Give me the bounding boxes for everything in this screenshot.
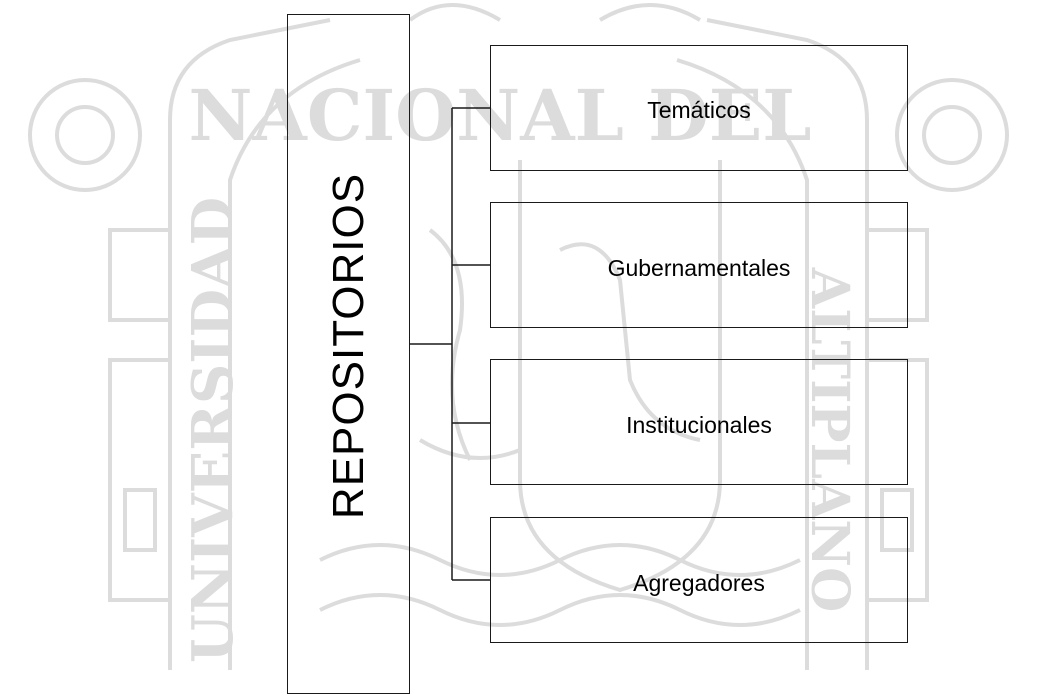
child-node-label: Temáticos <box>647 97 751 123</box>
child-node-label: Institucionales <box>626 412 772 438</box>
child-node-institucionales: Institucionales <box>490 359 908 485</box>
child-node-gubernamentales: Gubernamentales <box>490 202 908 328</box>
diagram-canvas: NACIONAL DEL UNIVERSIDAD ALTIPLANO REPOS… <box>28 3 1009 694</box>
child-node-tematicos: Temáticos <box>490 45 908 171</box>
child-node-label: Agregadores <box>633 570 765 596</box>
child-node-label: Gubernamentales <box>607 255 791 281</box>
connector-lines <box>410 107 490 581</box>
root-node-label: REPOSITORIOS <box>324 172 373 520</box>
child-node-agregadores: Agregadores <box>490 517 908 643</box>
